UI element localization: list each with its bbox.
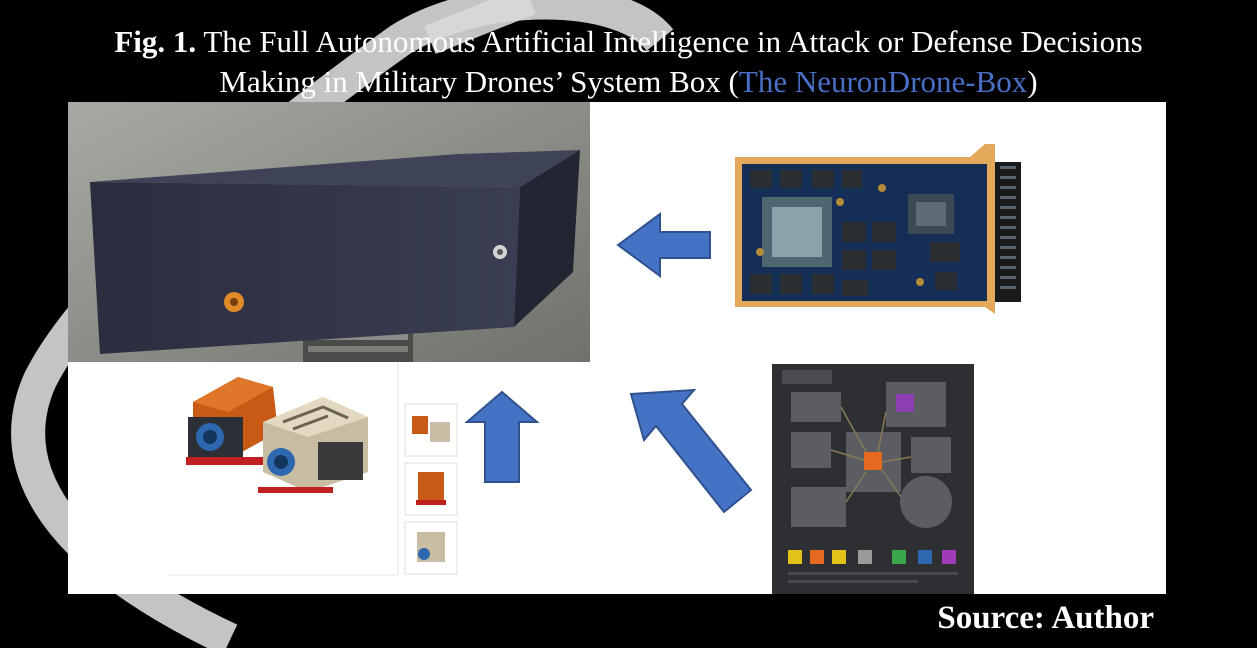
- caption-line-2: Making in Military Drones’ System Box (: [219, 64, 739, 99]
- figure-number: Fig. 1.: [114, 24, 197, 59]
- arrow-up-icon: [464, 390, 540, 483]
- caption-highlight: The NeuronDrone-Box: [738, 64, 1028, 99]
- caption-line-2-wrap: Making in Military Drones’ System Box (T…: [0, 62, 1257, 102]
- compute-module-board: [590, 102, 1166, 362]
- caption-line-1: The Full Autonomous Artificial Intellige…: [203, 24, 1143, 59]
- arrow-left-icon: [616, 212, 711, 278]
- caption-closing: ): [1027, 64, 1038, 99]
- arrow-up-left-icon: [629, 388, 753, 514]
- figure-caption: Fig. 1. The Full Autonomous Artificial I…: [0, 22, 1257, 102]
- system-box-photo: [68, 102, 590, 362]
- flight-controller-modules: [68, 362, 596, 594]
- source-credit: Source: Author: [937, 600, 1154, 636]
- carrier-board-poster: [596, 362, 1166, 594]
